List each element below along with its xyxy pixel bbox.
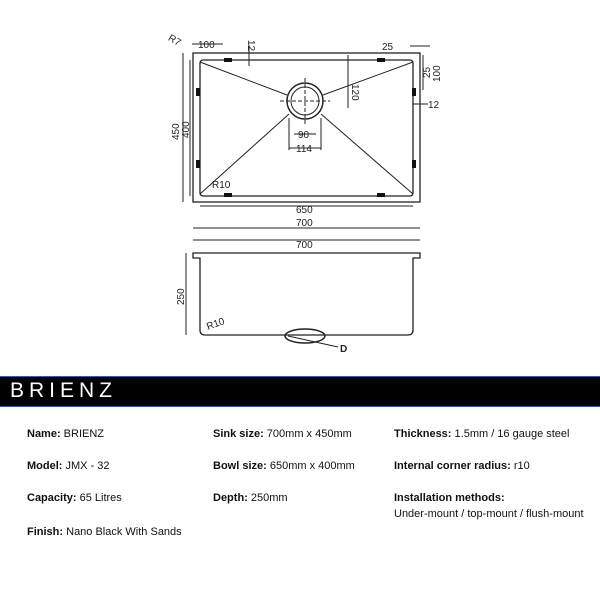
dim-100-side: 100 [432,65,443,82]
dim-400: 400 [181,121,192,138]
dim-700-side: 700 [296,240,313,251]
dim-450: 450 [171,123,182,140]
dim-90: 90 [298,130,310,141]
dim-650: 650 [296,205,313,216]
dim-r7: R7 [166,33,183,49]
product-title: BRIENZ [10,379,118,402]
dim-r10-top: R10 [212,180,231,191]
dim-120: 120 [349,84,360,101]
dim-100-top: 100 [198,40,215,51]
dim-12-side: 12 [428,100,440,111]
dim-25-side: 25 [422,66,433,78]
technical-drawing: R7 100 12 25 25 100 12 450 400 120 90 11… [166,33,443,355]
spec-model: Model: JMX - 32 [27,460,110,472]
spec-finish: Finish: Nano Black With Sands [27,526,182,538]
spec-bowl-size: Bowl size: 650mm x 400mm [213,460,355,472]
side-view [185,239,421,348]
top-view [182,43,430,229]
drain-label: D [340,344,347,355]
spec-capacity: Capacity: 65 Litres [27,492,122,504]
dim-250: 250 [176,288,187,305]
dim-114: 114 [296,144,312,155]
spec-installation: Installation methods:Under-mount / top-m… [394,492,584,520]
spec-thickness: Thickness: 1.5mm / 16 gauge steel [394,428,570,440]
dim-12-top: 12 [245,40,256,52]
spec-name: Name: BRIENZ [27,428,105,440]
dim-25-top: 25 [382,42,394,53]
spec-corner-radius: Internal corner radius: r10 [394,460,530,472]
title-bar: BRIENZ [0,376,600,407]
spec-sink-size: Sink size: 700mm x 450mm [213,428,352,440]
spec-depth: Depth: 250mm [213,492,288,504]
dim-r10-side: R10 [205,316,226,333]
dim-700-top: 700 [296,218,313,229]
